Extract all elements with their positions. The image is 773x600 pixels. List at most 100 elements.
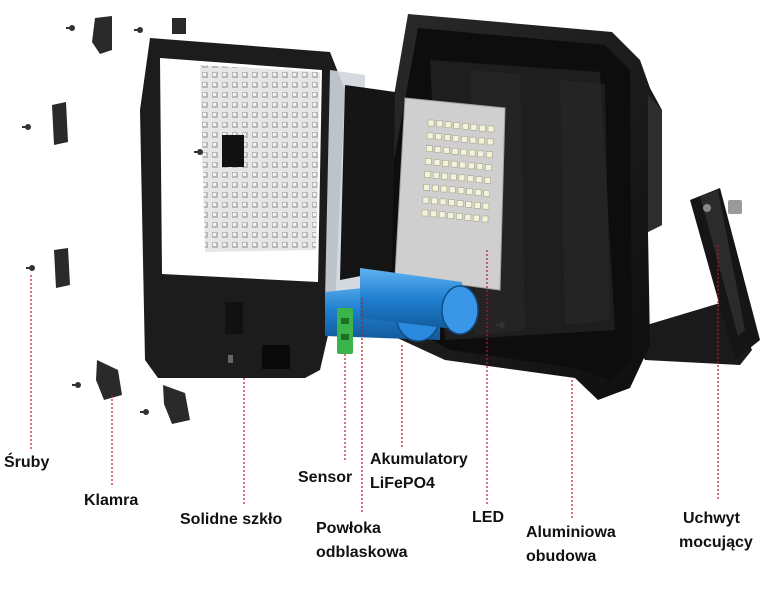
led-chip xyxy=(461,136,468,143)
led-chip xyxy=(465,201,472,208)
led-chip xyxy=(477,150,484,158)
led-chip xyxy=(431,197,438,205)
label-akumulatory-line2: LiFePO4 xyxy=(370,475,435,492)
label-akumulatory-line1: Akumulatory xyxy=(370,451,468,468)
led-chip xyxy=(451,148,459,155)
screw-icon xyxy=(140,409,149,415)
led-chip xyxy=(443,147,450,154)
led-chip xyxy=(426,145,433,152)
led-chip xyxy=(434,146,442,153)
led-chip xyxy=(474,189,482,196)
led-chip xyxy=(430,210,437,218)
frame-top-tab xyxy=(172,18,186,34)
screw-icon xyxy=(22,124,31,130)
led-chip xyxy=(433,159,441,166)
clamp-icon xyxy=(54,248,70,288)
led-chip xyxy=(425,158,432,165)
led-chip xyxy=(447,212,454,219)
led-chip xyxy=(468,149,476,157)
led-chip xyxy=(473,214,480,222)
led-chip xyxy=(486,138,494,146)
label-powloka-line1: Powłoka xyxy=(316,520,381,537)
label-powloka-line2: odblaskowa xyxy=(316,544,408,561)
led-chip xyxy=(448,199,455,206)
label-sruby: Śruby xyxy=(4,454,50,471)
led-chip xyxy=(474,202,481,209)
front-frame xyxy=(140,18,395,378)
screw-icon xyxy=(134,27,143,33)
led-chip xyxy=(484,177,491,184)
screw-icon xyxy=(194,149,203,155)
led-chip xyxy=(479,124,486,132)
screws-and-clamps xyxy=(22,16,505,424)
led-chip xyxy=(462,123,469,130)
led-chip xyxy=(444,121,452,128)
led-chip xyxy=(438,211,446,218)
frame-clip-bottom xyxy=(225,302,243,334)
led-chip xyxy=(481,215,489,223)
led-chip xyxy=(456,213,463,220)
led-chip xyxy=(469,136,477,144)
led-chip xyxy=(482,202,490,210)
clamp-icon xyxy=(163,385,190,424)
led-chip xyxy=(457,187,465,194)
leader-lines xyxy=(30,245,719,518)
screw-icon xyxy=(72,382,81,388)
led-chip xyxy=(460,148,467,156)
led-chip xyxy=(422,196,430,204)
label-obudowa-line1: Aluminiowa xyxy=(526,524,616,541)
led-chip xyxy=(440,185,448,193)
led-chip xyxy=(423,184,430,191)
led-chip xyxy=(475,176,483,183)
led-chip xyxy=(449,186,456,194)
led-chip xyxy=(468,162,475,170)
screw-icon xyxy=(66,25,75,31)
led-chip xyxy=(439,198,447,206)
sensor-module xyxy=(337,308,353,354)
bracket-bolt-icon xyxy=(728,200,742,214)
led-chip xyxy=(441,172,448,180)
led-chip xyxy=(450,173,457,181)
clamp-icon xyxy=(96,360,122,400)
label-obudowa-line2: obudowa xyxy=(526,548,597,565)
label-uchwyt-line1: Uchwyt xyxy=(683,510,740,527)
led-chip xyxy=(421,209,429,217)
led-chip xyxy=(436,120,443,128)
mounting-bracket xyxy=(630,188,760,365)
led-chip xyxy=(486,151,493,158)
label-uchwyt-line2: mocujący xyxy=(679,534,753,551)
led-chip xyxy=(483,190,490,197)
led-chip xyxy=(466,188,473,195)
led-chip xyxy=(426,132,434,140)
led-chip xyxy=(452,135,460,142)
led-chip xyxy=(432,184,439,192)
led-chip xyxy=(453,122,460,129)
label-solidne-szklo: Solidne szkło xyxy=(180,511,283,528)
label-led: LED xyxy=(472,509,504,526)
label-klamra: Klamra xyxy=(84,492,139,509)
led-chip xyxy=(467,175,474,182)
screw-icon xyxy=(496,322,505,328)
led-chip xyxy=(427,119,435,127)
led-chip xyxy=(464,214,472,221)
led-chip xyxy=(458,174,466,182)
led-chip xyxy=(456,200,464,207)
led-chip xyxy=(442,160,449,167)
clamp-icon xyxy=(92,16,112,54)
led-chip xyxy=(435,133,442,140)
lifepo4-batteries xyxy=(325,268,479,342)
led-chip xyxy=(476,163,484,170)
led-chip xyxy=(478,137,485,145)
led-chip-array xyxy=(421,119,495,223)
led-chip xyxy=(432,172,440,179)
led-chip xyxy=(470,124,478,131)
led-chip xyxy=(485,164,492,171)
led-chip xyxy=(444,134,451,141)
led-board xyxy=(394,97,506,291)
led-chip xyxy=(450,160,458,168)
led-chip xyxy=(487,125,495,133)
clamp-icon xyxy=(52,102,68,145)
screw-icon xyxy=(26,265,35,271)
